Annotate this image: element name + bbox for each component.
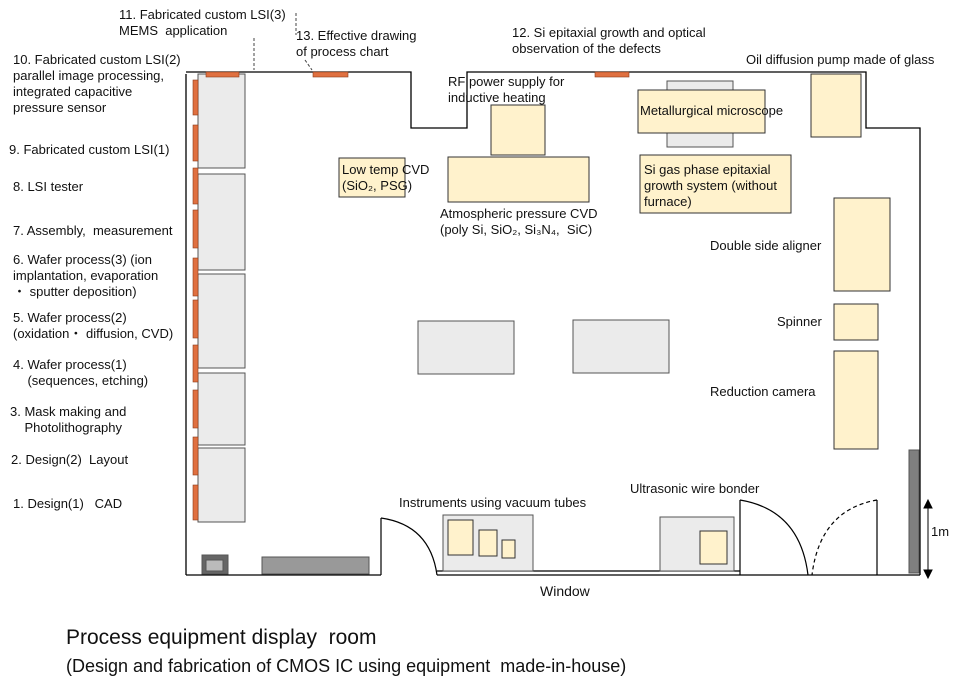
label-custom-lsi1: 9. Fabricated custom LSI(1) <box>9 142 170 157</box>
spinner-box <box>833 303 879 341</box>
equipment <box>338 73 891 565</box>
label-scale: 1m <box>931 524 950 539</box>
label-si-epi: Si gas phase epitaxial growth system (wi… <box>644 162 777 209</box>
label-assembly: 7. Assembly, measurement <box>13 223 173 238</box>
scale-bar <box>923 498 933 580</box>
panel-5 <box>197 447 246 523</box>
wire-bonder-box <box>699 530 728 565</box>
label-wafer-process2: 5. Wafer process(2) (oxidation・ diffusio… <box>13 310 174 341</box>
label-mask-making: 3. Mask making and Photolithography <box>10 404 127 435</box>
poster-left-5 <box>192 257 199 297</box>
label-process-chart: 13. Effective drawing of process chart <box>296 28 417 59</box>
center-table-right <box>572 319 670 374</box>
page-title: Process equipment display room <box>66 626 377 649</box>
poster-left-2 <box>192 124 199 162</box>
label-epitaxial: 12. Si epitaxial growth and optical obse… <box>512 25 706 56</box>
aligner-box <box>833 197 891 292</box>
poster-top-right <box>594 71 630 78</box>
label-custom-lsi2: 10. Fabricated custom LSI(2) parallel im… <box>13 52 181 115</box>
center-table-left <box>417 320 515 375</box>
poster-left-3 <box>192 167 199 205</box>
label-custom-lsi3: 11. Fabricated custom LSI(3) MEMS applic… <box>119 7 286 38</box>
si-epi-box <box>639 154 792 214</box>
label-wire-bonder: Ultrasonic wire bonder <box>630 481 760 496</box>
page-subtitle: (Design and fabrication of CMOS IC using… <box>66 656 627 676</box>
label-spinner: Spinner <box>777 314 822 329</box>
floor-panel <box>261 556 370 575</box>
oil-pump-box <box>810 73 862 138</box>
poster-left-1 <box>192 79 199 116</box>
poster-top-mid <box>312 71 349 78</box>
poster-left-10 <box>192 484 199 521</box>
wall-top-left <box>186 71 921 450</box>
door-right-swing <box>739 499 809 576</box>
vacuum-tube-1 <box>447 519 474 556</box>
label-atm-cvd: Atmospheric pressure CVD (poly Si, SiO₂,… <box>440 206 598 237</box>
label-vacuum-tubes: Instruments using vacuum tubes <box>399 495 587 510</box>
label-wafer-process3: 6. Wafer process(3) (ion implantation, e… <box>13 252 159 299</box>
microscope-box <box>637 89 766 134</box>
poster-left-7 <box>192 344 199 383</box>
small-box-inner <box>205 559 224 572</box>
label-oil-pump: Oil diffusion pump made of glass <box>746 52 935 67</box>
label-window: Window <box>540 583 590 599</box>
door-left-swing <box>380 517 438 576</box>
poster-left-4 <box>192 209 199 249</box>
poster-left-9 <box>192 436 199 476</box>
panel-2 <box>197 173 246 271</box>
atm-cvd-box <box>447 156 590 203</box>
door-right2-swing <box>811 499 878 576</box>
panel-3 <box>197 273 246 369</box>
leader-chart <box>304 59 313 71</box>
panel-1 <box>197 73 246 169</box>
low-temp-cvd-box <box>338 157 406 198</box>
label-wafer-process1: 4. Wafer process(1) (sequences, etching) <box>13 357 149 388</box>
camera-box <box>833 350 879 450</box>
label-design2: 2. Design(2) Layout <box>11 452 129 467</box>
poster-left-6 <box>192 299 199 339</box>
column <box>908 449 920 574</box>
poster-left-8 <box>192 389 199 429</box>
posters <box>192 71 630 521</box>
vacuum-tube-3 <box>501 539 516 559</box>
label-lsi-tester: 8. LSI tester <box>13 179 84 194</box>
leaders <box>253 13 313 71</box>
vacuum-tube-2 <box>478 529 498 557</box>
label-rf-supply: RF power supply for inductive heating <box>448 74 565 105</box>
label-low-temp-cvd: Low temp CVD (SiO₂, PSG) <box>342 162 430 193</box>
label-aligner: Double side aligner <box>710 238 822 253</box>
scale-arrow-top <box>923 498 933 509</box>
panel-4 <box>197 372 246 446</box>
poster-top-left <box>205 71 240 78</box>
label-design1: 1. Design(1) CAD <box>13 496 123 511</box>
doors <box>380 499 878 576</box>
scale-arrow-bottom <box>923 569 933 580</box>
rf-supply-box <box>490 104 546 156</box>
label-microscope: Metallurgical microscope <box>640 103 784 118</box>
label-camera: Reduction camera <box>710 384 816 399</box>
